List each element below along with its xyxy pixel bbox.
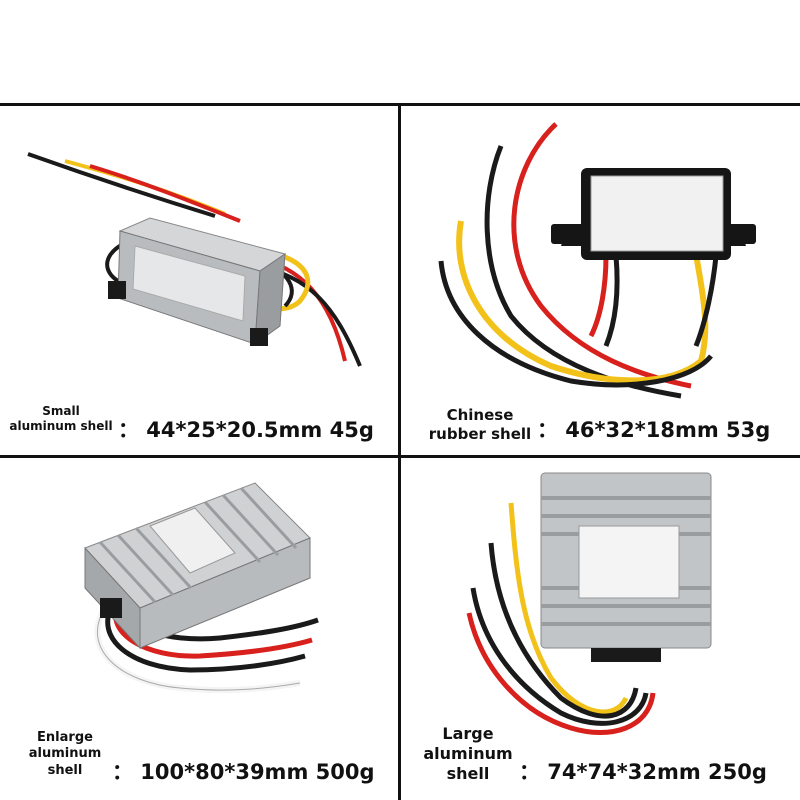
enlarge-aluminum-converter-image <box>84 482 319 694</box>
name-line: shell <box>47 762 83 778</box>
name-line: aluminum shell <box>9 419 113 433</box>
product-cell-chinese-rubber: Chinese rubber shell ： 46*32*18mm 53g <box>401 106 800 455</box>
name-line: aluminum <box>28 746 102 762</box>
product-name-chinese-rubber: Chinese rubber shell <box>415 406 545 444</box>
name-line: aluminum <box>423 744 513 763</box>
name-line: Enlarge <box>37 730 93 745</box>
name-line: rubber shell <box>428 424 532 443</box>
name-line: Large <box>442 724 494 743</box>
name-line: Small <box>42 404 80 418</box>
product-spec-small-aluminum: ： 44*25*20.5mm 45g <box>118 418 374 442</box>
product-name-enlarge-aluminum: Enlarge aluminum shell <box>20 730 110 779</box>
product-spec-enlarge-aluminum: ： 100*80*39mm 500g <box>112 760 375 784</box>
product-spec-chinese-rubber: ： 46*32*18mm 53g <box>537 418 771 442</box>
product-name-small-aluminum: Small aluminum shell <box>2 404 120 434</box>
small-aluminum-converter-image <box>27 152 362 367</box>
chinese-rubber-converter-image <box>438 122 756 399</box>
product-cell-large-aluminum: Large aluminum shell ： 74*74*32mm 250g <box>401 458 800 800</box>
product-name-large-aluminum: Large aluminum shell <box>413 724 523 784</box>
product-spec-large-aluminum: ： 74*74*32mm 250g <box>519 760 767 784</box>
product-cell-enlarge-aluminum: Enlarge aluminum shell ： 100*80*39mm 500… <box>0 458 398 800</box>
name-line: Chinese <box>446 406 514 424</box>
product-cell-small-aluminum: Small aluminum shell ： 44*25*20.5mm 45g <box>0 106 398 455</box>
name-line: shell <box>446 764 490 783</box>
large-aluminum-converter-image <box>466 472 712 735</box>
vertical-divider <box>398 103 401 800</box>
